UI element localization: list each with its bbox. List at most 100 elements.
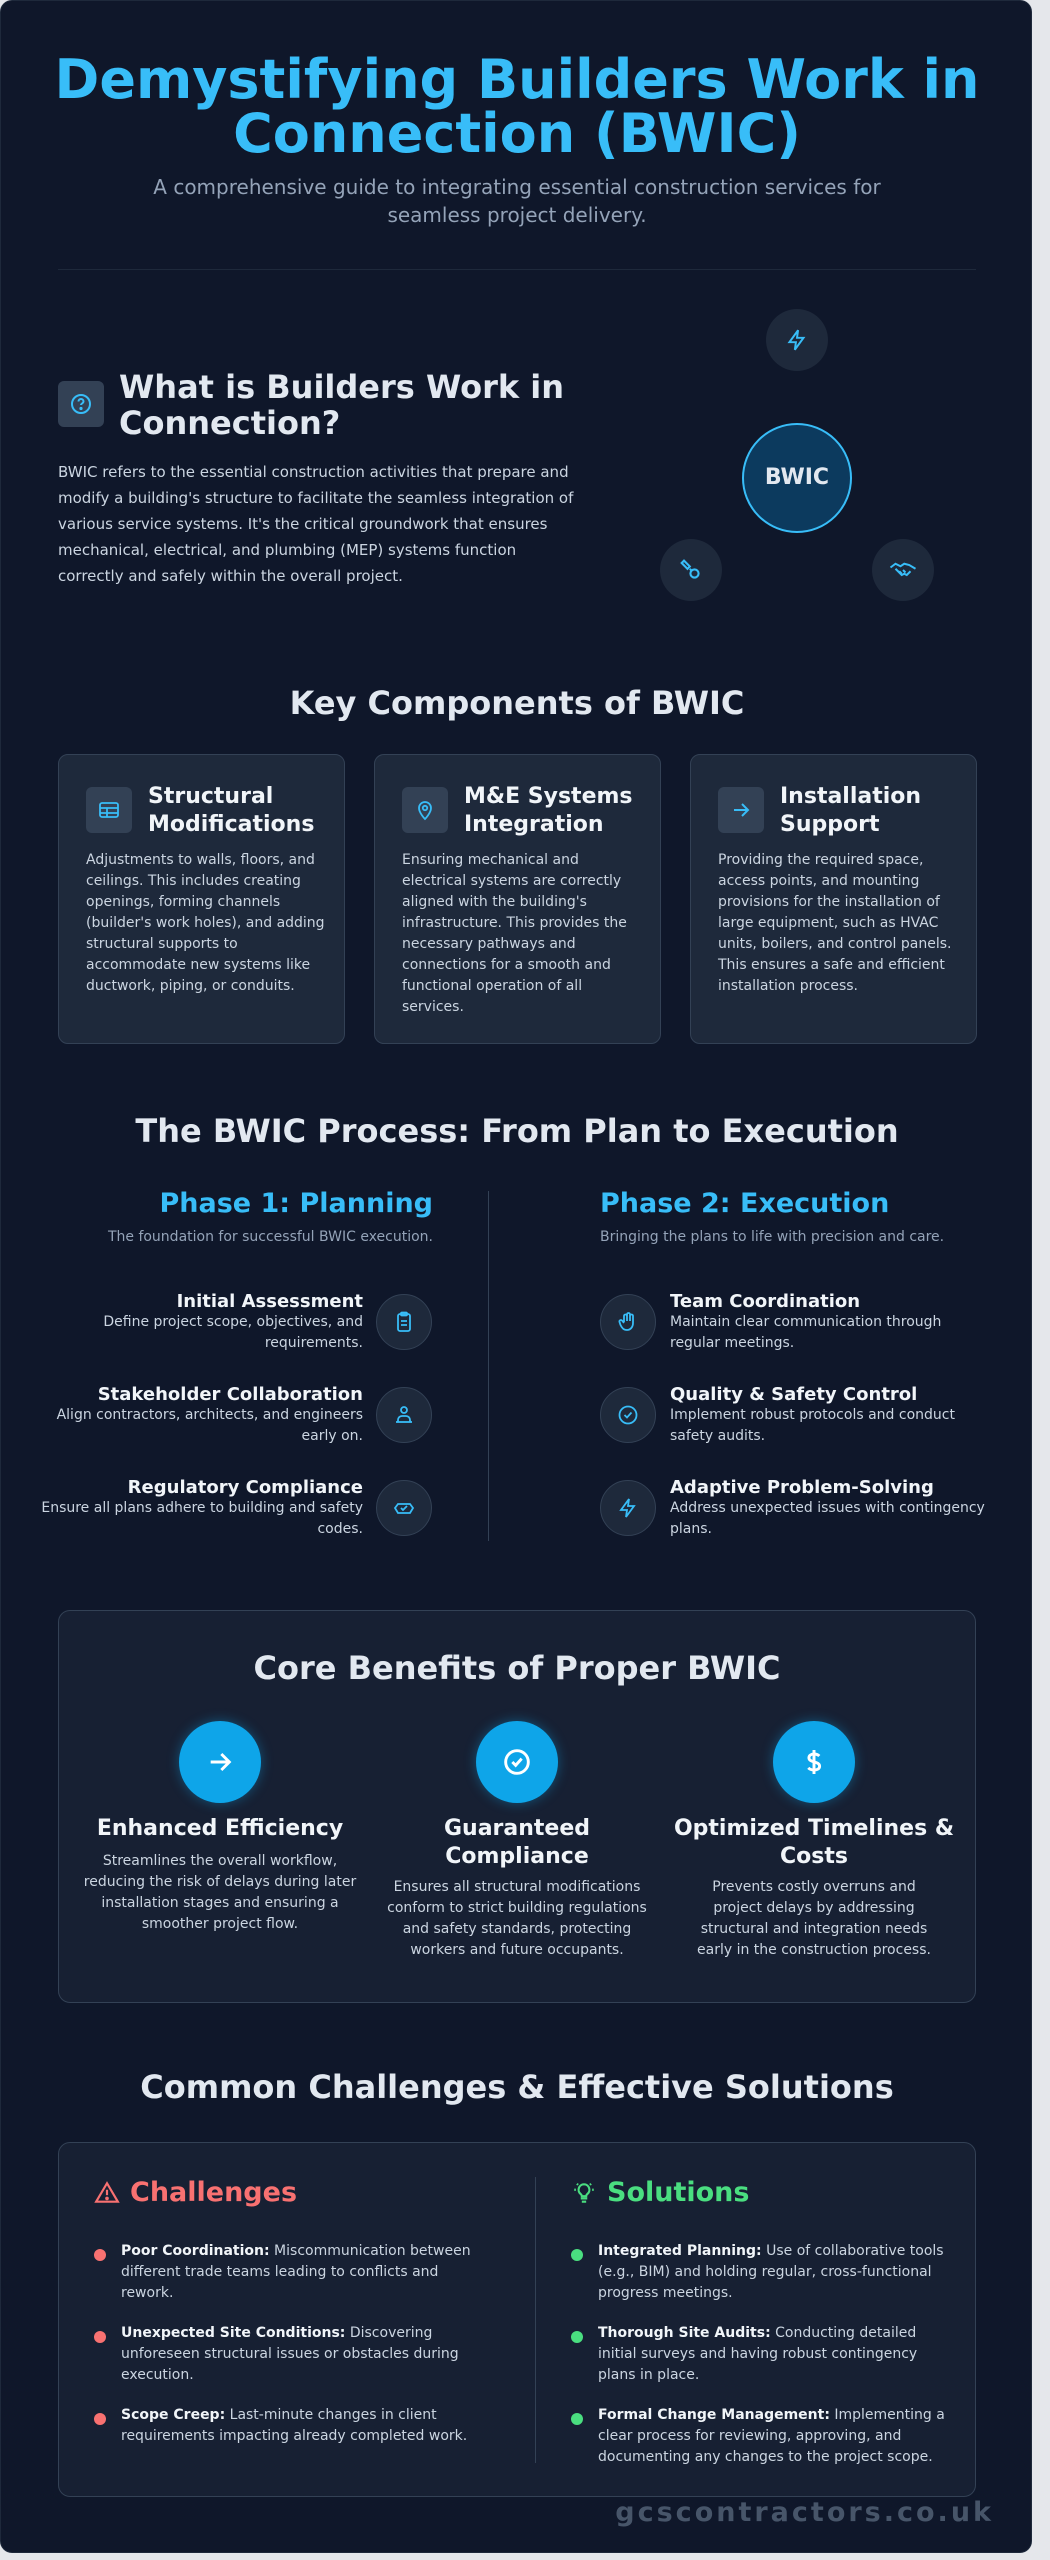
step-regulatory-compliance: Regulatory Compliance Ensure all plans a…: [41, 1477, 363, 1540]
step-text: Align contractors, architects, and engin…: [56, 1407, 363, 1444]
card-text: Ensuring mechanical and electrical syste…: [402, 852, 627, 1015]
item-text: Last-minute changes in client requiremen…: [121, 2407, 468, 2444]
benefits-title: Core Benefits of Proper BWIC: [253, 1649, 781, 1687]
page-subtitle: A comprehensive guide to integrating ess…: [153, 175, 881, 227]
step-text: Define project scope, objectives, and re…: [103, 1314, 363, 1351]
arrow-right-icon: [179, 1721, 261, 1803]
dollar-icon: [773, 1721, 855, 1803]
component-card-me-systems: M&E Systems Integration Ensuring mechani…: [374, 754, 661, 1044]
process-title: The BWIC Process: From Plan to Execution: [135, 1112, 899, 1150]
benefit-title: Enhanced Efficiency: [96, 1816, 344, 1841]
item-text: Miscommunication between different trade…: [121, 2243, 471, 2301]
solutions-heading-label: Solutions: [607, 2177, 750, 2208]
benefit-title: Guaranteed Compliance: [443, 1816, 591, 1869]
phase1-title: Phase 1: Planning: [159, 1188, 433, 1219]
item-bold: Poor Coordination:: [121, 2243, 270, 2259]
challenges-heading-label: Challenges: [130, 2177, 298, 2208]
divider: [58, 269, 976, 270]
challenges-section-title: Common Challenges & Effective Solutions: [140, 2068, 894, 2106]
card-title: M&E Systems Integration: [464, 784, 633, 837]
hand-icon: [600, 1294, 656, 1350]
bullet: [571, 2249, 583, 2261]
challenge-item: Poor Coordination: Miscommunication betw…: [121, 2241, 481, 2304]
benefit-text: Streamlines the overall workflow, reduci…: [83, 1853, 357, 1932]
step-text: Address unexpected issues with contingen…: [670, 1500, 985, 1537]
footer-website: gcscontractors.co.uk: [615, 2497, 994, 2528]
solution-item: Thorough Site Audits: Conducting detaile…: [598, 2323, 948, 2386]
bullet: [571, 2413, 583, 2425]
card-title: Installation Support: [780, 784, 922, 837]
card-text: Providing the required space, access poi…: [718, 852, 952, 994]
item-text: Implementing a clear process for reviewi…: [598, 2407, 945, 2465]
hub-label: BWIC: [764, 464, 830, 490]
item-bold: Integrated Planning:: [598, 2243, 762, 2259]
bullet: [94, 2413, 106, 2425]
item-text: Conducting detailed initial surveys and …: [598, 2325, 918, 2383]
pipe-tools-icon: [660, 539, 722, 601]
step-title: Stakeholder Collaboration: [97, 1384, 363, 1405]
challenges-heading: Challenges: [94, 2177, 297, 2208]
step-title: Quality & Safety Control: [670, 1384, 918, 1405]
phase2-subtitle: Bringing the plans to life with precisio…: [600, 1229, 945, 1245]
step-text: Implement robust protocols and conduct s…: [670, 1407, 955, 1444]
step-initial-assessment: Initial Assessment Define project scope,…: [41, 1291, 363, 1354]
challenge-item: Scope Creep: Last-minute changes in clie…: [121, 2405, 481, 2447]
check-badge-icon: [376, 1480, 432, 1536]
solution-item: Integrated Planning: Use of collaborativ…: [598, 2241, 948, 2304]
solutions-heading: Solutions: [571, 2177, 749, 2208]
component-card-structural: Structural Modifications Adjustments to …: [58, 754, 345, 1044]
item-text: Discovering unforeseen structural issues…: [121, 2325, 459, 2383]
clipboard-icon: [376, 1294, 432, 1350]
intro-title: What is Builders Work in Connection?: [119, 368, 565, 442]
card-text: Adjustments to walls, floors, and ceilin…: [86, 852, 325, 994]
warning-icon: [94, 2180, 120, 2203]
people-icon: [376, 1387, 432, 1443]
bwic-hub-diagram: [742, 423, 852, 533]
panel-divider: [535, 2177, 536, 2463]
intro-body: BWIC refers to the essential constructio…: [58, 463, 574, 585]
step-quality-safety: Quality & Safety Control Implement robus…: [670, 1384, 990, 1447]
benefit-text: Prevents costly overruns and project del…: [697, 1879, 931, 1958]
component-card-installation: Installation Support Providing the requi…: [690, 754, 977, 1044]
lightbulb-icon: [574, 2182, 594, 2203]
step-title: Team Coordination: [670, 1291, 861, 1312]
bullet: [94, 2331, 106, 2343]
phase2-title: Phase 2: Execution: [600, 1188, 890, 1219]
timeline-divider: [488, 1191, 489, 1541]
step-title: Adaptive Problem-Solving: [670, 1477, 934, 1498]
benefit-text: Ensures all structural modifications con…: [387, 1879, 647, 1958]
phase1-subtitle: The foundation for successful BWIC execu…: [107, 1229, 433, 1245]
location-pin-icon: [402, 787, 448, 833]
components-title: Key Components of BWIC: [289, 684, 745, 722]
card-title: Structural Modifications: [148, 784, 315, 837]
bullet: [571, 2331, 583, 2343]
step-text: Ensure all plans adhere to building and …: [41, 1500, 363, 1537]
check-circle-icon: [476, 1721, 558, 1803]
solution-item: Formal Change Management: Implementing a…: [598, 2405, 948, 2468]
challenge-item: Unexpected Site Conditions: Discovering …: [121, 2323, 481, 2386]
page-title: Demystifying Builders Work in Connection…: [54, 48, 980, 165]
item-bold: Unexpected Site Conditions:: [121, 2325, 346, 2341]
item-bold: Scope Creep:: [121, 2407, 226, 2423]
item-bold: Formal Change Management:: [598, 2407, 830, 2423]
question-icon: [58, 381, 104, 427]
benefit-title: Optimized Timelines & Costs: [673, 1816, 955, 1869]
benefits-panel: [58, 1610, 976, 2003]
handshake-icon: [872, 539, 934, 601]
layout-grid-icon: [86, 787, 132, 833]
lightning-icon: [600, 1480, 656, 1536]
step-title: Initial Assessment: [176, 1291, 363, 1312]
item-bold: Thorough Site Audits:: [598, 2325, 771, 2341]
item-text: Use of collaborative tools (e.g., BIM) a…: [598, 2243, 944, 2301]
check-circle-icon: [600, 1387, 656, 1443]
challenges-panel: [58, 2142, 976, 2497]
step-team-coordination: Team Coordination Maintain clear communi…: [670, 1291, 990, 1354]
arrow-right-icon: [718, 787, 764, 833]
step-title: Regulatory Compliance: [127, 1477, 363, 1498]
step-text: Maintain clear communication through reg…: [670, 1314, 942, 1351]
step-stakeholder-collaboration: Stakeholder Collaboration Align contract…: [41, 1384, 363, 1447]
lightning-icon: [766, 309, 828, 371]
step-adaptive-problem-solving: Adaptive Problem-Solving Address unexpec…: [670, 1477, 990, 1540]
bullet: [94, 2249, 106, 2261]
